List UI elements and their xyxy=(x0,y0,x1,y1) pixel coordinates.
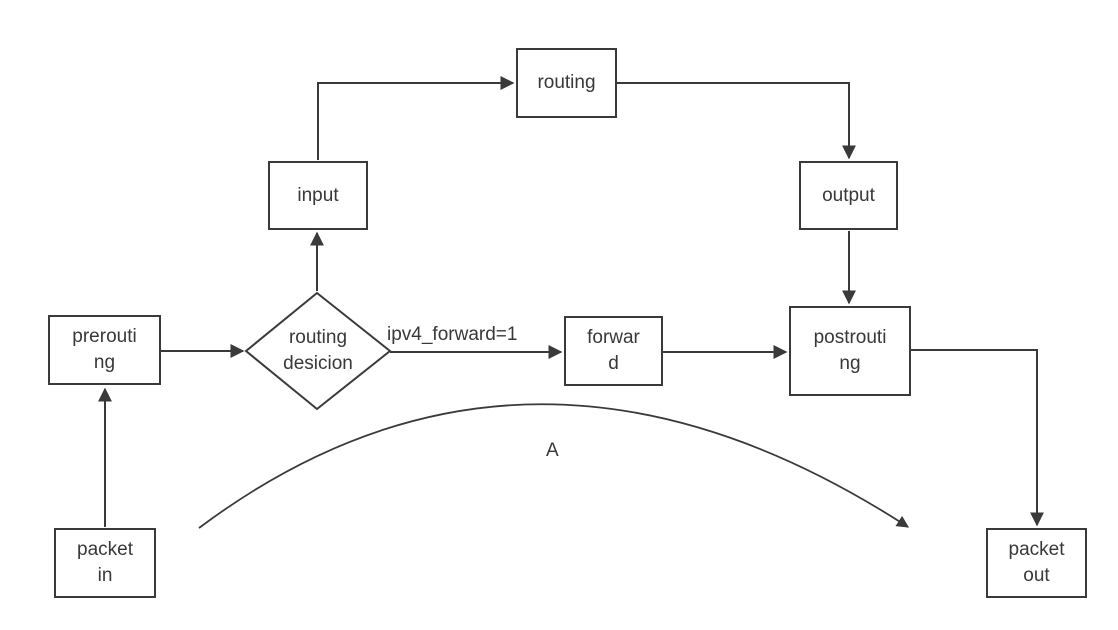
node-postrouting: postrouti ng xyxy=(789,306,911,396)
edge-input-routing xyxy=(317,76,515,160)
decision-diamond-shape xyxy=(244,291,392,411)
edge-label-ipv4-forward: ipv4_forward=1 xyxy=(387,324,518,345)
node-routing: routing xyxy=(516,48,617,118)
edge-postrouting-packetout xyxy=(911,349,1044,527)
edge-label-bypass-a: A xyxy=(546,440,559,461)
node-output: output xyxy=(799,161,898,230)
node-input: input xyxy=(268,161,368,230)
node-prerouting: prerouti ng xyxy=(48,315,161,385)
node-packet-out: packet out xyxy=(986,528,1087,598)
edge-routing-output xyxy=(617,82,856,160)
node-forward: forwar d xyxy=(564,316,663,386)
node-packet-in: packet in xyxy=(54,528,156,598)
node-routing-decision-label: routing desicion xyxy=(283,327,353,374)
edge-bypass-arc xyxy=(198,403,910,529)
